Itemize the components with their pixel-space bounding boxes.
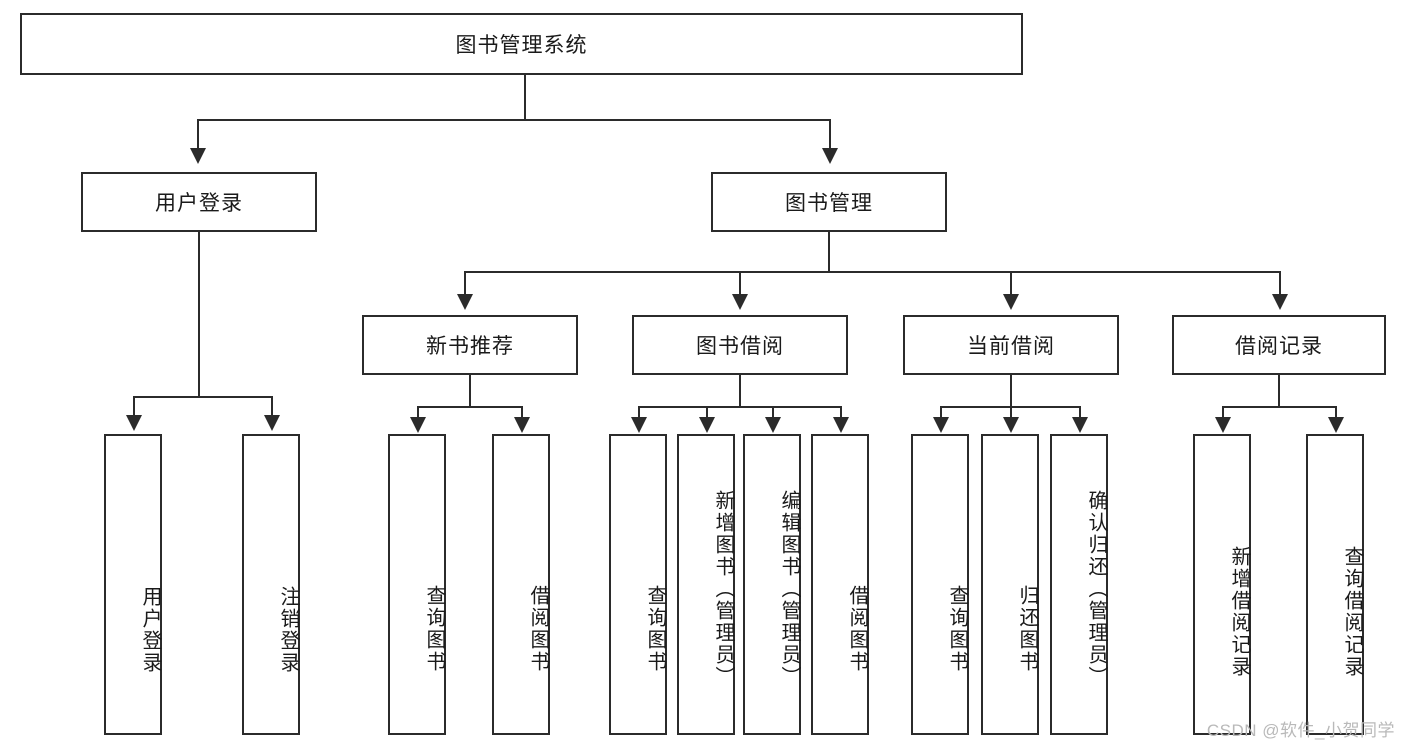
node-label: 借阅记录 xyxy=(1235,335,1323,358)
node-label: 查询图书 xyxy=(644,584,666,673)
node-label: 查询图书 xyxy=(946,584,968,673)
edge-current-drop-3 xyxy=(1079,406,1081,418)
leaf-user-login[interactable]: 用户登录 xyxy=(104,434,162,735)
arrow-to-user-login xyxy=(190,148,206,164)
arrow-to-current-return xyxy=(1003,417,1019,433)
leaf-recommend-query-book[interactable]: 查询图书 xyxy=(388,434,446,735)
edge-book-mgmt-stem xyxy=(828,232,830,272)
node-label: 图书管理系统 xyxy=(455,34,588,57)
edge-record-drop-1 xyxy=(1222,406,1224,418)
edge-borrow-bus xyxy=(638,406,841,408)
leaf-current-query-book[interactable]: 查询图书 xyxy=(911,434,969,735)
arrow-to-recommend-query xyxy=(410,417,426,433)
edge-current-stem xyxy=(1010,375,1012,407)
edge-record-bus xyxy=(1222,406,1335,408)
arrow-to-borrow-edit xyxy=(765,417,781,433)
node-label: 编辑图书（管理员） xyxy=(778,489,800,688)
node-label: 查询图书 xyxy=(423,584,445,673)
node-label: 归还图书 xyxy=(1016,584,1038,673)
edge-borrow-drop-4 xyxy=(840,406,842,418)
arrow-to-recommend-borrow xyxy=(514,417,530,433)
edge-borrow-drop-3 xyxy=(772,406,774,418)
node-label: 当前借阅 xyxy=(967,335,1055,358)
leaf-borrow-add-book[interactable]: 新增图书（管理员） xyxy=(677,434,735,735)
arrow-to-current-borrow xyxy=(1003,294,1019,310)
edge-recommend-stem xyxy=(469,375,471,407)
node-label: 新增借阅记录 xyxy=(1228,545,1250,678)
node-borrow-record[interactable]: 借阅记录 xyxy=(1172,315,1386,375)
edge-record-drop-2 xyxy=(1335,406,1337,418)
edge-user-login-drop-1 xyxy=(133,396,135,416)
edge-book-mgmt-bus xyxy=(464,271,1281,273)
arrow-to-record-add xyxy=(1215,417,1231,433)
arrow-to-borrow-lend xyxy=(833,417,849,433)
edge-root-stem xyxy=(524,75,526,120)
node-user-login[interactable]: 用户登录 xyxy=(81,172,317,232)
leaf-borrow-query-book[interactable]: 查询图书 xyxy=(609,434,667,735)
leaf-current-return-book[interactable]: 归还图书 xyxy=(981,434,1039,735)
node-current-borrow[interactable]: 当前借阅 xyxy=(903,315,1119,375)
arrow-to-book-borrow xyxy=(732,294,748,310)
arrow-to-record-query xyxy=(1328,417,1344,433)
arrow-to-borrow-add xyxy=(699,417,715,433)
node-label: 借阅图书 xyxy=(527,584,549,673)
leaf-logout[interactable]: 注销登录 xyxy=(242,434,300,735)
edge-recommend-drop-2 xyxy=(521,406,523,418)
csdn-watermark: CSDN @软件_小贺同学 xyxy=(1206,721,1395,740)
node-label: 借阅图书 xyxy=(846,584,868,673)
node-label: 注销登录 xyxy=(277,585,299,674)
edge-book-mgmt-drop-3 xyxy=(1010,271,1012,295)
arrow-to-book-mgmt xyxy=(822,148,838,164)
leaf-borrow-lend-book[interactable]: 借阅图书 xyxy=(811,434,869,735)
leaf-current-confirm-return[interactable]: 确认归还（管理员） xyxy=(1050,434,1108,735)
leaf-record-query[interactable]: 查询借阅记录 xyxy=(1306,434,1364,735)
edge-current-drop-2 xyxy=(1010,406,1012,418)
node-label: 图书管理 xyxy=(785,192,873,215)
node-label: 确认归还（管理员） xyxy=(1085,489,1107,688)
node-label: 新增图书（管理员） xyxy=(712,489,734,688)
leaf-recommend-borrow-book[interactable]: 借阅图书 xyxy=(492,434,550,735)
edge-record-stem xyxy=(1278,375,1280,407)
edge-book-mgmt-drop-1 xyxy=(464,271,466,295)
arrow-to-new-book-recommend xyxy=(457,294,473,310)
node-label: 查询借阅记录 xyxy=(1341,545,1363,678)
edge-borrow-drop-1 xyxy=(638,406,640,418)
edge-recommend-bus xyxy=(417,406,523,408)
edge-user-login-stem xyxy=(198,232,200,397)
node-root-system[interactable]: 图书管理系统 xyxy=(20,13,1023,75)
node-book-borrow[interactable]: 图书借阅 xyxy=(632,315,848,375)
node-label: 图书借阅 xyxy=(696,335,784,358)
arrow-to-leaf-user-login xyxy=(126,415,142,431)
arrow-to-leaf-logout xyxy=(264,415,280,431)
edge-root-to-book-mgmt xyxy=(829,119,831,149)
leaf-record-add[interactable]: 新增借阅记录 xyxy=(1193,434,1251,735)
arrow-to-borrow-query xyxy=(631,417,647,433)
edge-borrow-stem xyxy=(739,375,741,407)
edge-root-to-user-login xyxy=(197,119,199,149)
edge-current-drop-1 xyxy=(940,406,942,418)
arrow-to-current-query xyxy=(933,417,949,433)
arrow-to-borrow-record xyxy=(1272,294,1288,310)
edge-user-login-bus xyxy=(133,396,272,398)
node-new-book-recommend[interactable]: 新书推荐 xyxy=(362,315,578,375)
edge-user-login-drop-2 xyxy=(271,396,273,416)
leaf-borrow-edit-book[interactable]: 编辑图书（管理员） xyxy=(743,434,801,735)
edge-root-bus xyxy=(197,119,830,121)
node-label: 用户登录 xyxy=(155,192,243,215)
edge-borrow-drop-2 xyxy=(706,406,708,418)
edge-book-mgmt-drop-4 xyxy=(1279,271,1281,295)
node-label: 用户登录 xyxy=(139,585,161,674)
edge-recommend-drop-1 xyxy=(417,406,419,418)
node-book-management[interactable]: 图书管理 xyxy=(711,172,947,232)
edge-book-mgmt-drop-2 xyxy=(739,271,741,295)
arrow-to-current-confirm xyxy=(1072,417,1088,433)
node-label: 新书推荐 xyxy=(426,335,514,358)
